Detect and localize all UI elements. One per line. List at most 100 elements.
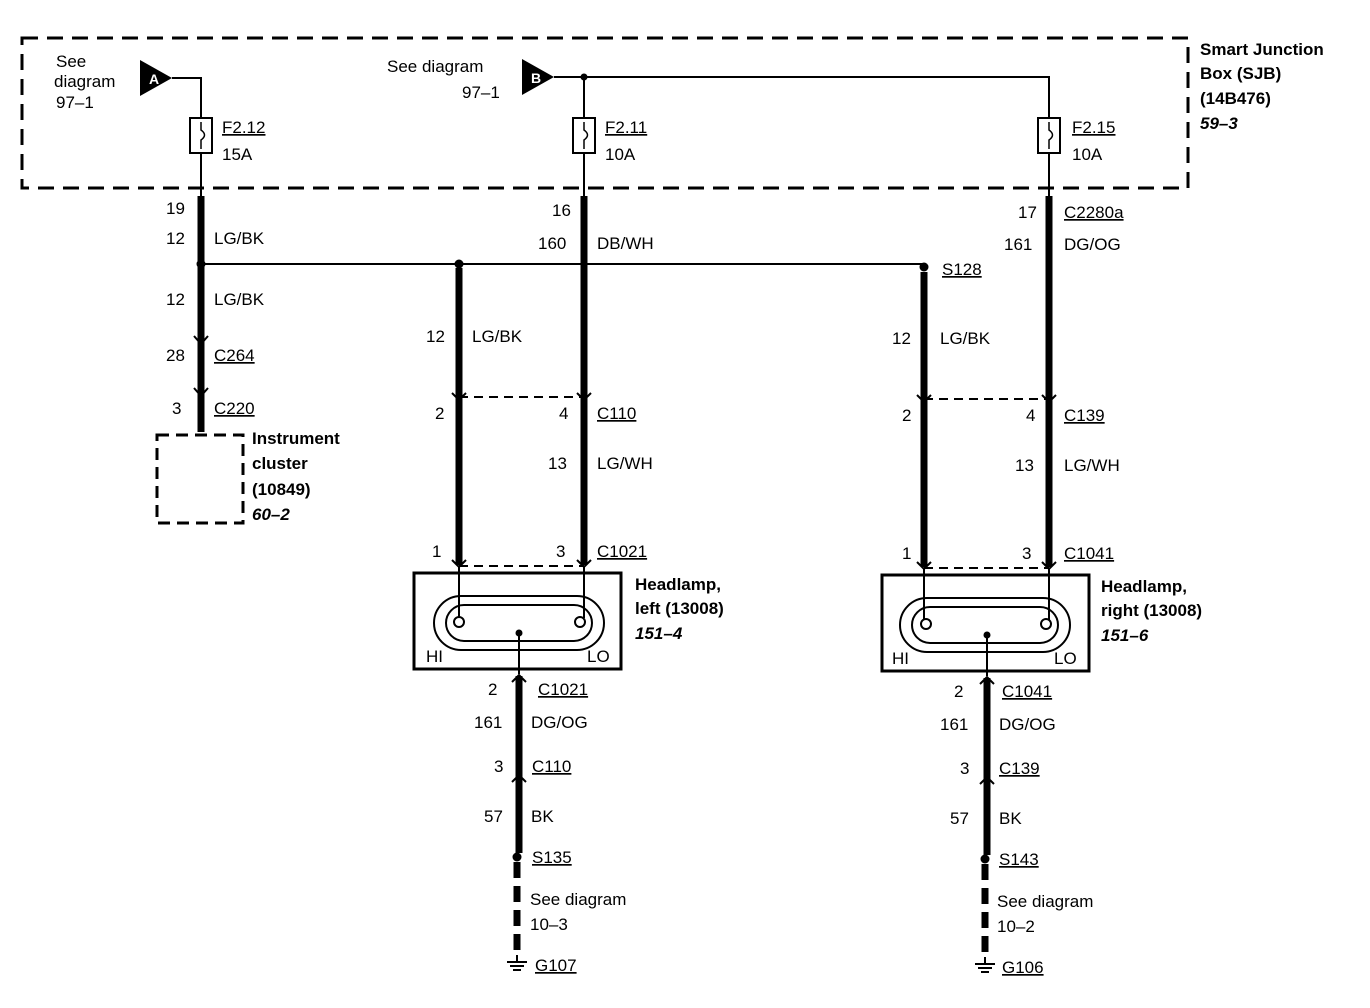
connector-icon: [979, 675, 995, 685]
right-hi-color: LG/BK: [940, 329, 991, 348]
right-lamp-ref: 151–6: [1101, 626, 1149, 645]
fuse-f2-11-id: F2.11: [605, 118, 647, 137]
instrument-cluster-ref: 60–2: [252, 505, 290, 524]
instrument-cluster-part: (10849): [252, 480, 311, 499]
left-lamp-1: Headlamp,: [635, 575, 721, 594]
left-c110-pin-hi: 2: [435, 404, 444, 423]
c264-pin: 28: [166, 346, 185, 365]
junction-dot-lgbk: [196, 259, 206, 269]
fuse-element-icon: [583, 122, 589, 149]
left-lo-label: LO: [587, 647, 610, 666]
wire-a2-color: LG/BK: [214, 290, 265, 309]
instrument-cluster-name-2: cluster: [252, 454, 308, 473]
right-c1041-pin-hi: 1: [902, 544, 911, 563]
wire-b-top: [554, 76, 1050, 118]
left-c110: C110: [597, 404, 636, 423]
sjb-part: (14B476): [1200, 89, 1271, 108]
right-c1041: C1041: [1064, 544, 1114, 563]
fuse-f2-12-rating: 15A: [222, 145, 253, 164]
connector-a-arrow-icon: [140, 60, 172, 96]
wire-b-pin: 16: [552, 201, 571, 220]
right-c139: C139: [1064, 406, 1105, 425]
connector-a[interactable]: A: [140, 60, 172, 96]
ground-g106-icon: [975, 957, 995, 973]
right-hi-label: HI: [892, 649, 909, 668]
right-gnd-circuit: 161: [940, 715, 968, 734]
connector-icon: [511, 673, 527, 683]
fuse-element-icon: [200, 122, 206, 149]
ground-g107-icon: [507, 955, 527, 971]
left-c110b: C110: [532, 757, 571, 776]
left-c1021-pin-lo: 3: [556, 542, 565, 561]
left-lamp-2: left (13008): [635, 599, 724, 618]
left-lo-color: LG/WH: [597, 454, 653, 473]
right-lo-label: LO: [1054, 649, 1077, 668]
right-see-1: See diagram: [997, 892, 1093, 911]
connector-c220-icon: [193, 387, 209, 398]
left-c110-pin-lo: 4: [559, 404, 568, 423]
right-c139-pin-hi: 2: [902, 406, 911, 425]
headlamp-right[interactable]: [880, 569, 1091, 676]
c220-pin: 3: [172, 399, 181, 418]
fuse-f2-11: [572, 117, 596, 154]
left-c1021-pin-hi: 1: [432, 542, 441, 561]
headlamp-left[interactable]: [412, 567, 623, 674]
connector-c264-icon: [193, 335, 209, 346]
wire-a-color: LG/BK: [214, 229, 265, 248]
junction-dot-b: [580, 73, 588, 81]
right-splice: S143: [999, 850, 1039, 869]
wire-c-circuit: 161: [1004, 235, 1032, 254]
left-ground: G107: [535, 956, 577, 975]
right-gnd-color: DG/OG: [999, 715, 1056, 734]
sjb-boundary: [20, 36, 1190, 190]
junction-dot-left-hi: [454, 259, 464, 269]
fuse-f2-12-id: F2.12: [222, 118, 265, 137]
left-splice: S135: [532, 848, 572, 867]
right-see-2: 10–2: [997, 917, 1035, 936]
bulb-icon: [899, 597, 1071, 653]
connector-icon: [511, 773, 527, 783]
instrument-cluster-name-1: Instrument: [252, 429, 340, 448]
right-bk-color: BK: [999, 809, 1022, 828]
splice-s135-dot: [512, 852, 522, 862]
right-c139b-pin: 3: [960, 759, 969, 778]
connector-b-see-2: 97–1: [462, 83, 500, 102]
left-gnd-pin: 2: [488, 680, 497, 699]
right-lo-color: LG/WH: [1064, 456, 1120, 475]
right-lo-circuit: 13: [1015, 456, 1034, 475]
connector-b-see-1: See diagram: [387, 57, 483, 76]
filament-icon: [911, 606, 1059, 644]
connector-a-see-3: 97–1: [56, 93, 94, 112]
fuse-element-icon: [1048, 122, 1054, 149]
wire-a-top: [172, 77, 202, 118]
connector-a-see-2: diagram: [54, 72, 115, 91]
fuse-f2-15: [1037, 117, 1061, 154]
sjb-title-1: Smart Junction: [1200, 40, 1324, 59]
left-lamp-ref: 151–4: [635, 624, 683, 643]
left-see-2: 10–3: [530, 915, 568, 934]
left-gnd-conn: C1021: [538, 680, 588, 699]
right-lamp-2: right (13008): [1101, 601, 1202, 620]
right-c139b: C139: [999, 759, 1040, 778]
fuse-f2-15-rating: 10A: [1072, 145, 1103, 164]
right-gnd-conn: C1041: [1002, 682, 1052, 701]
left-see-1: See diagram: [530, 890, 626, 909]
connector-b-arrow-icon: [522, 59, 554, 95]
splice-s128: S128: [942, 260, 982, 279]
fuse-f2-12: [189, 117, 213, 154]
wire-c-color: DG/OG: [1064, 235, 1121, 254]
instrument-cluster-box[interactable]: [155, 433, 245, 525]
c264-label: C264: [214, 346, 255, 365]
right-lamp-1: Headlamp,: [1101, 577, 1187, 596]
right-ground: G106: [1002, 958, 1044, 977]
left-bk-color: BK: [531, 807, 554, 826]
connector-b[interactable]: B: [522, 59, 554, 95]
c220-label: C220: [214, 399, 255, 418]
connector-b-letter: B: [531, 70, 541, 86]
connector-a-see-1: See: [56, 52, 86, 71]
right-hi-circuit: 12: [892, 329, 911, 348]
right-gnd-pin: 2: [954, 682, 963, 701]
wire-c-conn: C2280a: [1064, 203, 1124, 222]
wire-b-circuit: 160: [538, 234, 566, 253]
